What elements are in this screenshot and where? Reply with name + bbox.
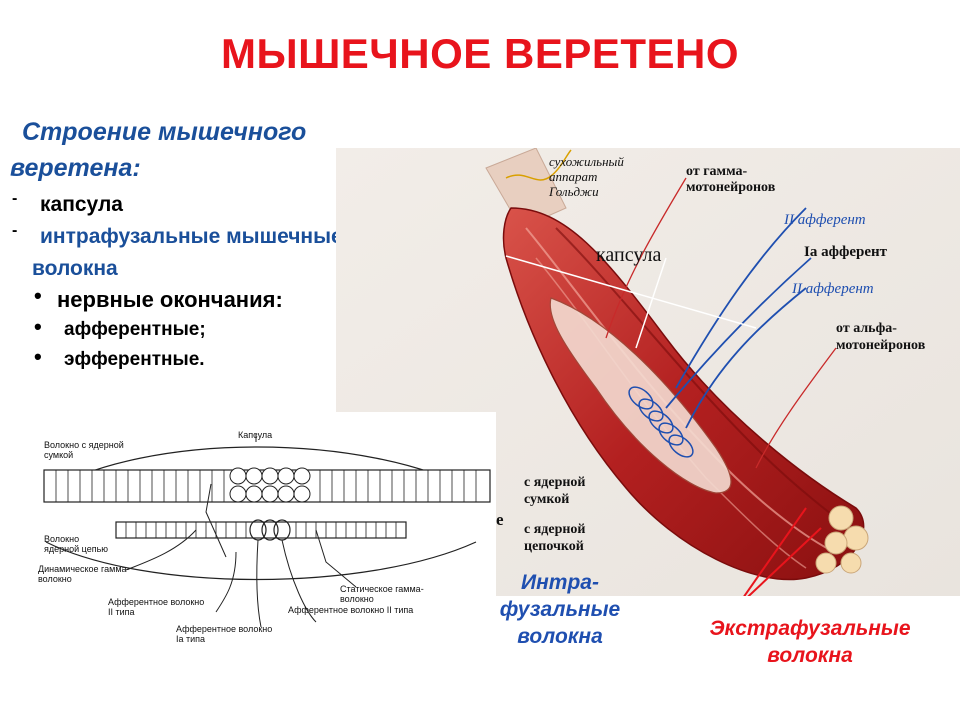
label-ii-afferent-bottom: II афферент (792, 281, 874, 297)
schematic-label-dynamic-gamma: Динамическое гамма- волокно (38, 564, 130, 584)
spindle-schematic: Капсула Волокно с ядерной сумкой Волокно… (26, 412, 496, 652)
list-item-intrafusal: интрафузальные мышечные (40, 225, 343, 248)
label-ia-afferent: Ia афферент (804, 244, 888, 260)
list-item-capsule: капсула (40, 193, 123, 216)
schematic-label-static-gamma: Статическое гамма- волокно (340, 584, 424, 604)
schematic-label-chain-fiber: Волокно ядерной цепью (44, 534, 109, 554)
list-item-intrafusal-cont: волокна (32, 257, 118, 280)
list-dash-icon: - (12, 222, 18, 239)
label-stray-letter: е (496, 510, 504, 529)
list-item-nerve-endings: нервные окончания: (57, 287, 283, 312)
caption-intrafusal: Интра- фузальные волокна (499, 571, 621, 648)
bullet-icon: • (34, 344, 42, 369)
label-nuclear-chain: с ядерной цепочкой (524, 522, 586, 554)
caption-extrafusal: Экстрафузальные волокна (709, 617, 911, 667)
schematic-label-bag-fiber: Волокно с ядерной сумкой (44, 440, 124, 460)
label-from-gamma-motoneurons: от гамма- мотонейронов (686, 164, 776, 195)
schematic-label-afferent-ii-left: Афферентное волокно II типа (108, 597, 205, 617)
bullet-icon: • (34, 314, 42, 339)
label-capsule: капсула (596, 244, 662, 266)
list-dash-icon: - (12, 190, 18, 207)
schematic-label-afferent-ia: Афферентное волокно Ia типа (176, 624, 273, 644)
list-item-afferent: афферентные; (64, 319, 206, 340)
label-golgi-apparatus: сухожильный аппарат Гольджи (549, 154, 624, 199)
structure-heading-line1: Строение мышечного (22, 118, 307, 146)
label-from-alpha-motoneurons: от альфа- мотонейронов (836, 321, 926, 353)
label-nuclear-bag: с ядерной сумкой (524, 475, 586, 507)
label-ii-afferent-top: II афферент (784, 212, 866, 228)
list-item-efferent: эфферентные. (64, 349, 205, 370)
schematic-label-afferent-ii-right: Афферентное волокно II типа (288, 605, 414, 615)
schematic-label-capsule: Капсула (238, 430, 273, 440)
structure-heading: Строение мышечного веретена: (10, 114, 306, 186)
spindle-schematic-drawing (26, 412, 496, 652)
slide-title: МЫШЕЧНОЕ ВЕРЕТЕНО (220, 30, 740, 77)
structure-heading-line2: веретена: (10, 154, 141, 182)
bullet-icon: • (34, 283, 42, 308)
